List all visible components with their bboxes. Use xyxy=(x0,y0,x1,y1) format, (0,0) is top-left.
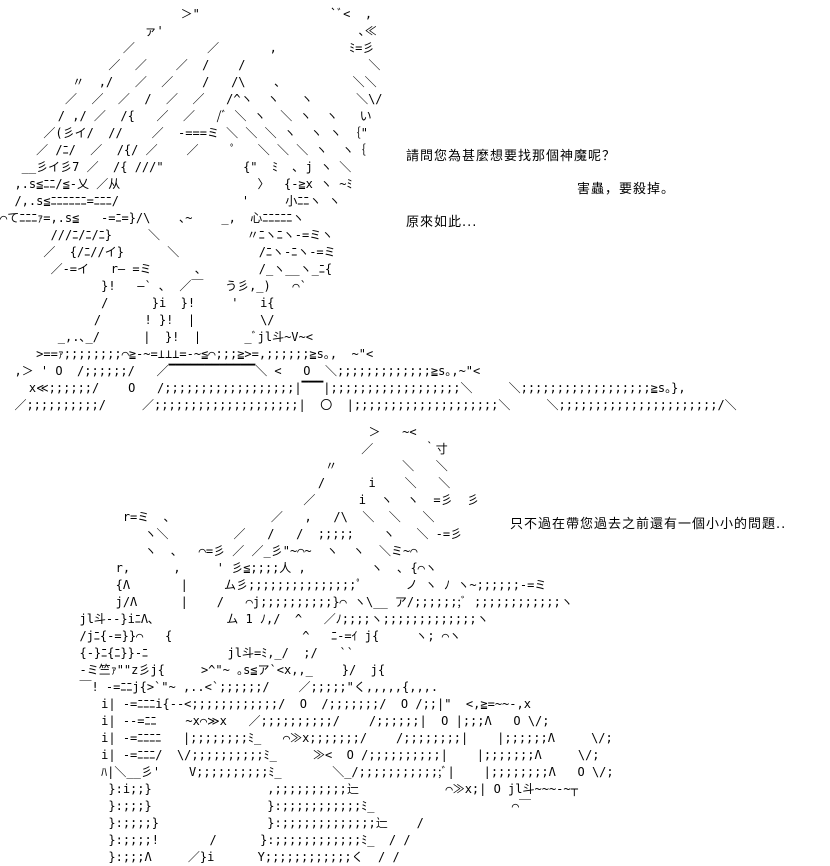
ascii-art-top: ＞" `ﾞ< , ァ' ､≪ ／ ／ , ﾐ=彡 ／ ／ ／ / / ＼ 〃 ,… xyxy=(0,7,737,412)
dialogue-line-1: 請問您為甚麼想要找那個神魔呢？ xyxy=(406,149,617,164)
dialogue-line-4: 只不過在帶您過去之前還有一個小小的問題.. xyxy=(510,517,787,532)
ascii-art-bottom: ＞ ~< ／ ｀寸 〃 ＼ ＼ / i ＼ ＼ xyxy=(79,425,614,864)
dialogue-line-2: 害蟲，要殺掉。 xyxy=(577,182,676,197)
dialogue-line-3: 原來如此... xyxy=(406,215,478,230)
